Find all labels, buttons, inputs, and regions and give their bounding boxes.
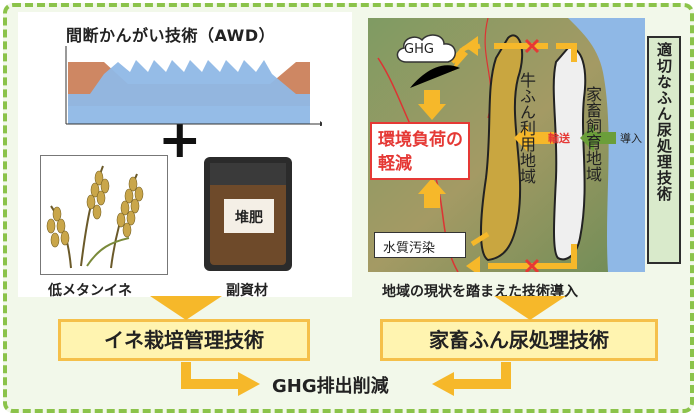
cattle-area-label: 牛ふん利用地域 [517,72,536,184]
awd-water-level-diagram [60,44,322,126]
water-pollution-label: 水質汚染 [383,241,436,256]
compost-bag-icon: 堆肥 [204,157,292,271]
compost-bag-image: 堆肥 [200,155,296,273]
water-layer [68,60,310,124]
rice-tech-label: イネ栽培管理技術 [104,328,264,352]
awd-title: 間断かんがい技術（AWD） [66,26,276,45]
bag-label: 副資材 [226,283,268,299]
manure-tech-box: 家畜ふん尿処理技術 [380,319,658,361]
down-arrow-right [494,296,566,320]
introduce-label: 導入 [620,132,642,145]
appropriate-tech-box: 適切なふん尿処理技術 [647,36,681,264]
rice-label: 低メタンイネ [48,283,132,299]
reduce-label: 環境負荷の軽減 [378,130,463,174]
rice-tech-box: イネ栽培管理技術 [58,319,310,361]
water-pollution-box: 水質汚染 [374,232,466,258]
livestock-area-label: 家畜飼育地域 [583,86,602,182]
bottom-label: GHG排出削減 [272,376,389,397]
bottom-arrow-right [432,362,511,396]
down-arrow-left [150,296,222,320]
bottom-arrow-left [181,362,260,396]
transport-label: 輸送 [548,132,570,145]
rice-plant-icon [46,165,144,269]
ghg-label: GHG [404,42,434,57]
appropriate-tech-label: 適切なふん尿処理技術 [655,42,673,202]
manure-tech-label: 家畜ふん尿処理技術 [429,328,609,352]
bag-text: 堆肥 [235,209,263,226]
rice-image [40,155,168,275]
reduce-box: 環境負荷の軽減 [370,122,470,180]
ghg-cloud-icon [396,34,456,63]
